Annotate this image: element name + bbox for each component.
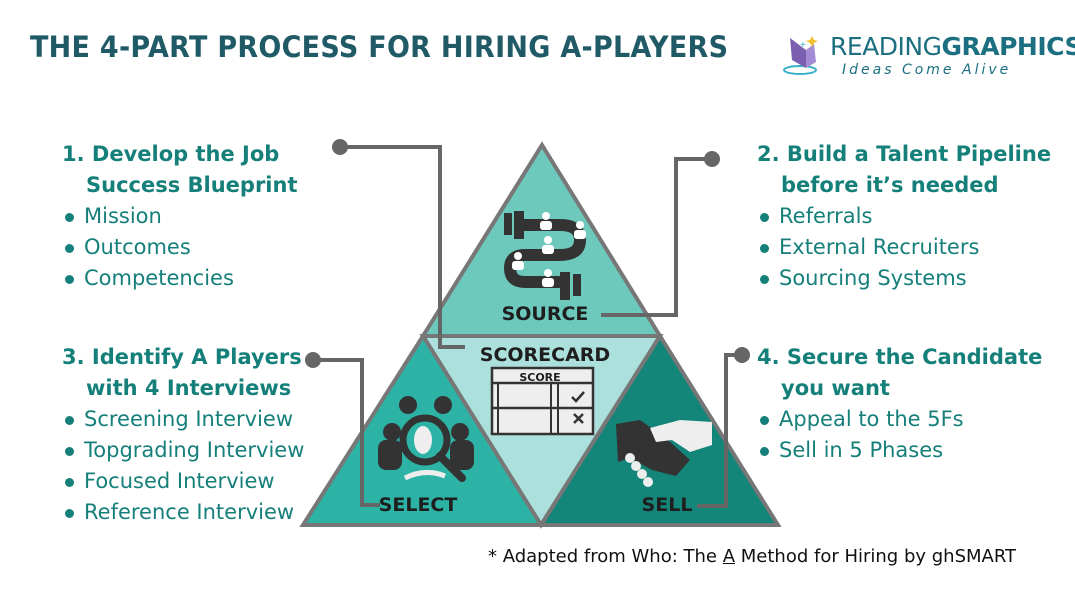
check-icon [571,391,585,403]
step-heading: 1. Develop the Job [62,142,280,166]
list-item: Outcomes [62,232,298,263]
list-item: Appeal to the 5Fs [757,404,1042,435]
list-item: Screening Interview [62,404,304,435]
triangles [299,141,782,529]
connector-dots [305,139,750,368]
step-heading-cont: you want [781,376,890,400]
step-heading-cont: before it’s needed [781,173,999,197]
step-1-develop-blueprint: 1. Develop the Job Success Blueprint Mis… [62,139,298,294]
scorecard-label: SCORECARD [480,344,610,366]
logo-tagline: Ideas Come Alive [842,62,1012,78]
connector-1 [340,145,465,349]
step-heading: 2. Build a Talent Pipeline [757,142,1052,166]
list-item: External Recruiters [757,232,1051,263]
step-3-identify-a-players: 3. Identify A Players with 4 Interviews … [62,342,304,528]
list-item: Reference Interview [62,497,304,528]
source-footnote: * Adapted from Who: The A Method for Hir… [488,546,1017,567]
magnifier-people-icon [378,396,474,482]
step-heading: 3. Identify A Players [62,345,302,369]
step-heading-cont: with 4 Interviews [86,376,292,400]
step-2-talent-pipeline: 2. Build a Talent Pipeline before it’s n… [757,139,1051,294]
connector-3 [313,358,380,507]
svg-text:+: + [800,40,806,51]
list-item: Sourcing Systems [757,263,1051,294]
sell-label: SELL [642,494,693,516]
book-logo-icon: + [783,36,818,75]
list-item: Mission [62,201,298,232]
list-item: Sell in 5 Phases [757,435,1042,466]
step-heading-cont: Success Blueprint [86,173,298,197]
source-label: SOURCE [502,303,589,325]
select-label: SELECT [379,494,458,516]
handshake-icon [616,420,712,487]
score-label: SCORE [519,371,560,384]
reading-graphics-logo: + READINGGRAPHICS Ideas Come Alive [780,30,1075,80]
pipeline-icon [503,211,587,300]
logo-name: READINGGRAPHICS [830,32,1075,61]
x-icon [573,413,584,424]
connector-2 [601,157,712,317]
list-item: Competencies [62,263,298,294]
step-4-secure-candidate: 4. Secure the Candidate you want Appeal … [757,342,1042,466]
list-item: Focused Interview [62,466,304,497]
step-heading: 4. Secure the Candidate [757,345,1043,369]
list-item: Referrals [757,201,1051,232]
scorecard-icon [490,366,595,436]
page-title: THE 4-PART PROCESS FOR HIRING A-PLAYERS [30,30,729,64]
list-item: Topgrading Interview [62,435,304,466]
